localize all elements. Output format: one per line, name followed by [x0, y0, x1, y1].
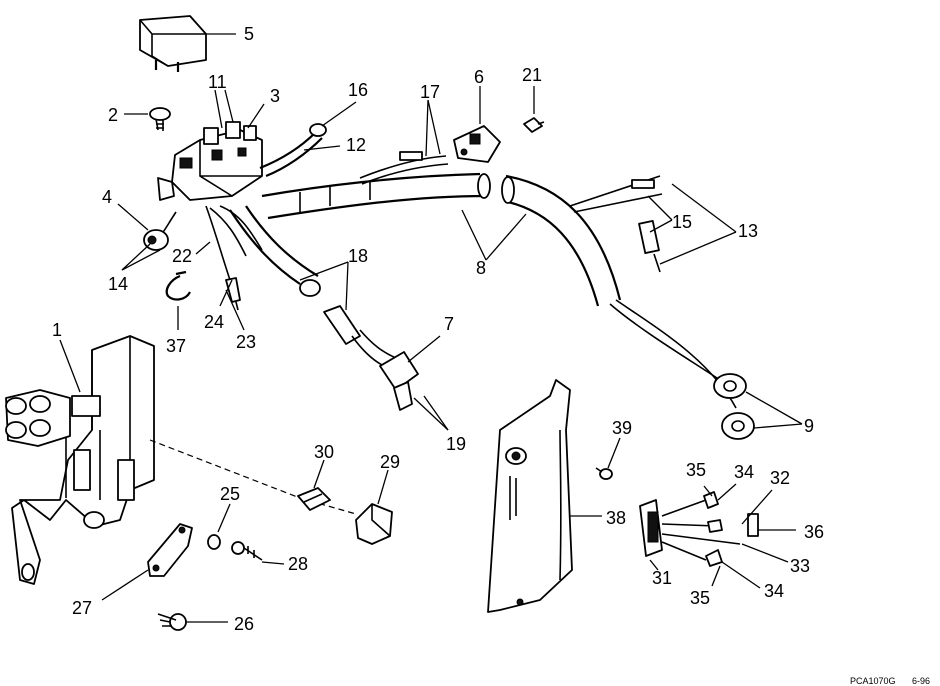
screw-28	[231, 541, 263, 561]
callout-26: 26	[234, 614, 254, 634]
callout-5: 5	[244, 24, 254, 44]
callout-7: 7	[444, 314, 454, 334]
clip-part	[453, 125, 501, 163]
callout-30: 30	[314, 442, 334, 462]
callout-15: 15	[672, 212, 692, 232]
callout-31: 31	[652, 568, 672, 588]
callout-35-top: 35	[686, 460, 706, 480]
connector-assembly-part	[639, 491, 759, 567]
callout-18: 18	[348, 246, 368, 266]
washer-part	[207, 534, 221, 550]
callout-22: 22	[172, 246, 192, 266]
callout-37: 37	[166, 336, 186, 356]
callout-6: 6	[474, 67, 484, 87]
callout-36: 36	[804, 522, 824, 542]
callout-3: 3	[270, 86, 280, 106]
callout-1: 1	[52, 320, 62, 340]
callout-35-bottom: 35	[690, 588, 710, 608]
callout-34-top: 34	[734, 462, 754, 482]
screw-part	[149, 107, 171, 131]
small-screw-21	[523, 117, 545, 133]
drawing-date: 6-96	[912, 676, 930, 686]
cover-cap-part	[355, 503, 393, 545]
callout-39: 39	[612, 418, 632, 438]
callout-23: 23	[236, 332, 256, 352]
callout-13: 13	[738, 221, 758, 241]
spring-clip-part	[165, 270, 191, 301]
callout-19: 19	[446, 434, 466, 454]
cover-plate-part	[487, 379, 573, 613]
callout-14: 14	[108, 274, 128, 294]
callout-25: 25	[220, 484, 240, 504]
callout-24: 24	[204, 312, 224, 332]
callout-2: 2	[108, 105, 118, 125]
callout-4: 4	[102, 187, 112, 207]
bolt-part	[157, 613, 187, 631]
harness-segment-right	[501, 174, 755, 440]
relay-part	[139, 15, 207, 72]
callout-16: 16	[348, 80, 368, 100]
plug-harness	[323, 305, 419, 411]
callout-11: 11	[208, 72, 227, 92]
bracket-part	[5, 335, 155, 585]
screw-39	[595, 467, 613, 480]
terminal-block-part	[157, 121, 263, 201]
callout-38: 38	[606, 508, 626, 528]
callout-12: 12	[346, 135, 366, 155]
callout-34-bottom: 34	[764, 581, 784, 601]
callout-28: 28	[288, 554, 308, 574]
callout-17: 17	[420, 82, 440, 102]
mount-plate-part	[147, 523, 193, 577]
wire-harness	[143, 123, 491, 311]
callout-32: 32	[770, 468, 790, 488]
drawing-code: PCA1070G	[850, 676, 896, 686]
callout-33: 33	[790, 556, 810, 576]
callout-29: 29	[380, 452, 400, 472]
fuse-holder-part	[297, 487, 331, 511]
callout-8: 8	[476, 258, 486, 278]
callout-21: 21	[522, 65, 542, 85]
callout-27: 27	[72, 598, 92, 618]
callout-9: 9	[804, 416, 814, 436]
